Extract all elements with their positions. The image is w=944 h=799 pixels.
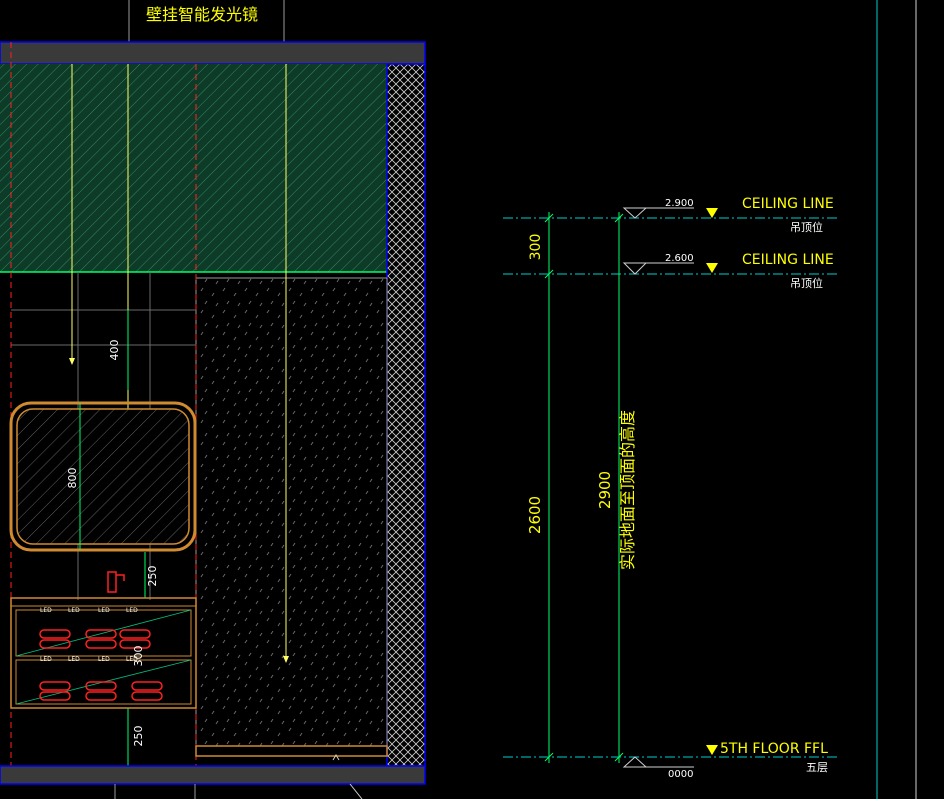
led-label: LED xyxy=(68,656,80,663)
level-ceiling-2600: 2.600 CEILING LINE 吊顶位 xyxy=(503,252,838,290)
level-value: 0000 xyxy=(668,769,693,780)
level-ceiling-2900: 2.900 CEILING LINE 吊顶位 xyxy=(503,196,838,234)
level-value: 2.600 xyxy=(665,253,694,264)
stone-wall-panel xyxy=(195,277,388,747)
dim-800: 800 xyxy=(66,468,79,489)
dim-2600: 2600 xyxy=(526,496,544,534)
level-floor-ffl: 0000 5TH FLOOR FFL 五层 xyxy=(503,741,838,780)
dim-300: 300 xyxy=(528,234,544,261)
led-label: LED xyxy=(98,607,110,614)
led-label: LED xyxy=(98,656,110,663)
side-wall xyxy=(386,63,426,767)
smart-mirror-glass xyxy=(16,408,190,545)
level-sub: 吊顶位 xyxy=(790,220,823,234)
dim-250-bottom: 250 xyxy=(132,726,145,747)
led-label: LED xyxy=(126,656,138,663)
led-label: LED xyxy=(40,656,52,663)
level-name: CEILING LINE xyxy=(742,196,834,212)
dim-400: 400 xyxy=(108,340,121,361)
level-sub: 五层 xyxy=(806,761,828,774)
led-label: LED xyxy=(40,607,52,614)
led-label: LED xyxy=(126,607,138,614)
dim-300-cabinet: 300 xyxy=(132,646,145,667)
upper-hatch-zone xyxy=(0,64,387,272)
mirror-title: 壁挂智能发光镜 xyxy=(146,5,258,24)
floor-slab xyxy=(0,765,426,785)
dim-2900: 2900 xyxy=(596,471,614,509)
led-label: LED xyxy=(68,607,80,614)
level-name: CEILING LINE xyxy=(742,252,834,268)
faucet xyxy=(107,571,117,593)
dim-250-top: 250 xyxy=(146,566,159,587)
vanity-cabinet xyxy=(10,597,197,709)
ceiling-slab xyxy=(0,41,426,65)
level-value: 2.900 xyxy=(665,198,694,209)
dim-2900-desc: 实际地面至顶面的高度 xyxy=(618,410,637,570)
level-sub: 吊顶位 xyxy=(790,276,823,290)
level-name: 5TH FLOOR FFL xyxy=(720,741,828,757)
cabinet-shelf-lower xyxy=(15,659,192,705)
cabinet-shelf-upper xyxy=(15,609,192,657)
smart-mirror-frame xyxy=(9,401,197,552)
rolled-towels xyxy=(39,629,163,701)
skirting xyxy=(195,745,388,757)
